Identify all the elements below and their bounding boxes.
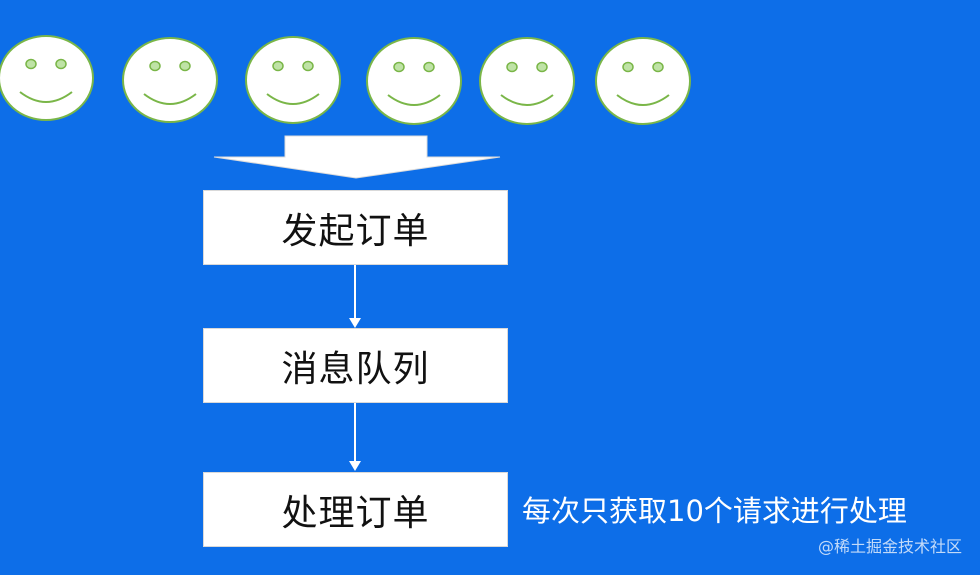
step-box-message-queue: 消息队列 [203, 328, 508, 403]
processing-note: 每次只获取10个请求进行处理 [522, 494, 907, 528]
smiley-face-icon [122, 37, 218, 123]
smile-mouth [19, 91, 73, 103]
smiley-face-icon [595, 37, 691, 125]
face-outline [122, 37, 218, 123]
face-outline [479, 37, 575, 125]
customer-faces [0, 35, 691, 125]
left-eye [393, 61, 405, 73]
left-eye [272, 60, 284, 72]
right-eye [55, 58, 67, 70]
funnel-arrow-icon [213, 135, 501, 179]
smiley-face-icon [366, 37, 462, 125]
smile-mouth [387, 94, 441, 106]
face-outline [595, 37, 691, 125]
right-eye [423, 61, 435, 73]
arrowhead-1-icon [349, 318, 361, 328]
step-label-create-order: 发起订单 [281, 210, 430, 252]
face-outline [366, 37, 462, 125]
arrowhead-2-icon [349, 461, 361, 471]
smile-mouth [143, 93, 197, 105]
smiley-face-icon [0, 35, 94, 121]
right-eye [536, 61, 548, 73]
left-eye [149, 60, 161, 72]
step-box-create-order: 发起订单 [203, 190, 508, 265]
right-eye [179, 60, 191, 72]
step-label-message-queue: 消息队列 [281, 348, 430, 390]
left-eye [622, 61, 634, 73]
smiley-face-icon [479, 37, 575, 125]
face-outline [0, 35, 94, 121]
smile-mouth [616, 94, 670, 106]
smile-mouth [266, 93, 320, 105]
left-eye [506, 61, 518, 73]
smile-mouth [500, 94, 554, 106]
left-eye [25, 58, 37, 70]
smiley-face-icon [245, 36, 341, 124]
watermark: @稀土掘金技术社区 [817, 537, 962, 556]
right-eye [652, 61, 664, 73]
right-eye [302, 60, 314, 72]
step-label-process-order: 处理订单 [281, 492, 430, 534]
face-outline [245, 36, 341, 124]
step-box-process-order: 处理订单 [203, 472, 508, 547]
